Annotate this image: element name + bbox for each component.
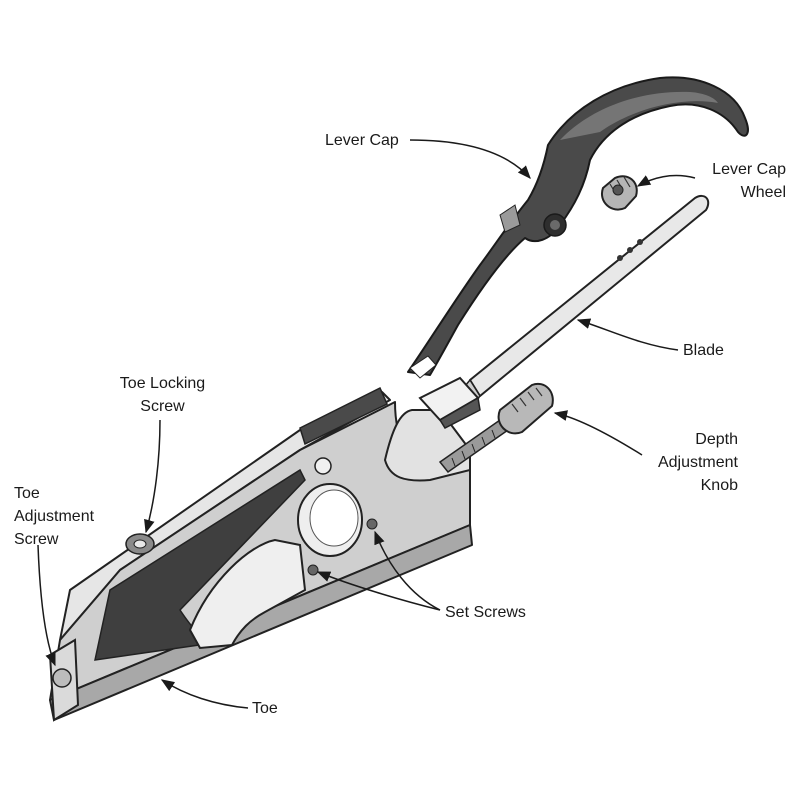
label-toe-locking-screw: Toe Locking Screw (119, 375, 206, 415)
leader-toe-adjustment-screw (37, 544, 56, 667)
lever-cap-part (407, 76, 749, 379)
set-screw-part (366, 518, 378, 530)
label-toe: Toe (252, 700, 278, 717)
leader-lines (37, 139, 696, 709)
lever-cap-wheel-part (600, 175, 638, 211)
leader-toe (160, 679, 249, 709)
label-lever-cap-wheel: Lever Cap Wheel (712, 161, 786, 201)
blade-part (418, 194, 710, 429)
leader-lever-cap (409, 139, 531, 180)
leader-lever-cap-wheel (636, 174, 696, 187)
leader-depth-knob (553, 410, 643, 456)
label-blade: Blade (683, 342, 724, 359)
leader-toe-locking-screw (144, 419, 161, 534)
leader-blade (576, 318, 679, 351)
label-lever-cap: Lever Cap (325, 132, 399, 149)
set-screw-part (307, 564, 319, 576)
label-toe-adjustment-screw: Toe Adjustment Screw (14, 485, 95, 548)
label-depth-adjustment-knob: Depth Adjustment Knob (657, 431, 738, 494)
plane-body (48, 386, 473, 722)
depth-adjustment-knob-part (497, 382, 554, 435)
depth-adjustment-assembly (438, 382, 554, 474)
label-set-screws: Set Screws (445, 604, 526, 621)
leader-set-screws-2 (374, 530, 441, 611)
leader-set-screws-1 (316, 571, 441, 611)
toe-adjustment-screw-part (52, 668, 72, 688)
